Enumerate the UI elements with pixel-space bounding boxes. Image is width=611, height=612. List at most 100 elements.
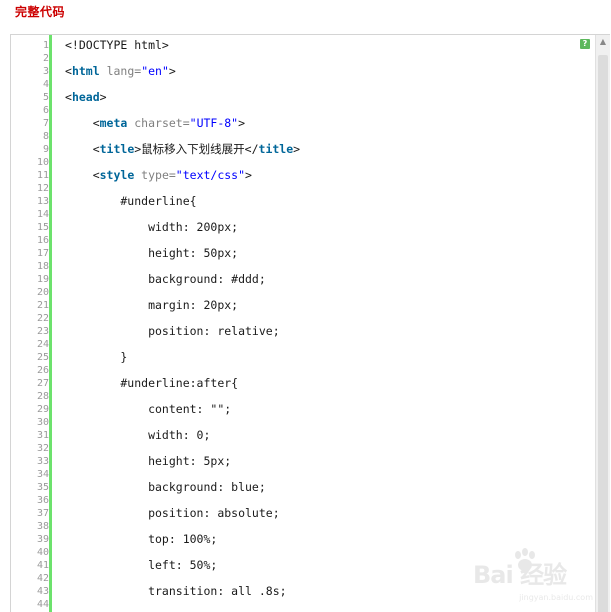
code-line: width: 0; xyxy=(65,429,210,442)
code-token: background: blue; xyxy=(65,480,266,494)
code-token: < xyxy=(65,90,72,104)
line-number: 18 xyxy=(36,261,49,272)
code-line: height: 50px; xyxy=(65,247,238,260)
gutter-divider xyxy=(49,35,52,612)
code-token: html xyxy=(71,64,100,78)
code-token: title xyxy=(258,142,294,156)
code-line: <style type="text/css"> xyxy=(65,169,252,182)
line-number: 33 xyxy=(36,456,49,467)
code-line: transition: all .8s; xyxy=(65,584,287,598)
scroll-up-arrow-icon[interactable]: ▲ xyxy=(599,37,607,46)
line-number: 37 xyxy=(36,508,49,519)
line-number: 42 xyxy=(36,573,49,584)
line-number: 9 xyxy=(42,144,49,155)
code-token: width: 0; xyxy=(65,428,211,442)
line-number: 12 xyxy=(36,183,49,194)
line-number: 3 xyxy=(42,66,49,77)
line-number: 8 xyxy=(42,131,49,142)
line-number: 29 xyxy=(36,404,49,415)
code-line: <html lang="en"> xyxy=(65,65,176,78)
line-number: 23 xyxy=(36,326,49,337)
code-token: > xyxy=(99,90,107,104)
code-token: < xyxy=(65,142,100,156)
line-number: 7 xyxy=(42,118,49,129)
line-number: 43 xyxy=(36,586,49,597)
code-token: } xyxy=(65,350,128,364)
line-number: 38 xyxy=(36,521,49,532)
code-token: charset= xyxy=(127,116,190,130)
code-token: width: 200px; xyxy=(65,220,239,234)
code-line: <meta charset="UTF-8"> xyxy=(65,117,245,130)
code-token: type= xyxy=(134,168,176,182)
code-token: top: 100%; xyxy=(65,532,218,546)
code-token: "text/css" xyxy=(175,168,246,182)
scroll-thumb[interactable] xyxy=(598,55,608,612)
code-token: > xyxy=(238,116,246,130)
code-token: meta xyxy=(99,116,128,130)
code-line: <!DOCTYPE html> xyxy=(65,39,169,52)
line-number: 10 xyxy=(36,157,49,168)
line-number: 5 xyxy=(42,92,49,103)
line-number: 20 xyxy=(36,287,49,298)
line-number: 30 xyxy=(36,417,49,428)
line-number: 21 xyxy=(36,300,49,311)
code-line: content: ""; xyxy=(65,403,231,416)
code-token: height: 50px; xyxy=(65,246,239,260)
section-heading: 完整代码 xyxy=(15,5,66,19)
code-token: <!DOCTYPE html> xyxy=(65,38,169,52)
line-number: 35 xyxy=(36,482,49,493)
line-number: 15 xyxy=(36,222,49,233)
code-token: title xyxy=(99,142,135,156)
code-token: content: ""; xyxy=(65,402,232,416)
help-icon[interactable]: ? xyxy=(580,39,590,49)
code-line: position: relative; xyxy=(65,325,280,338)
code-token: lang= xyxy=(99,64,142,78)
code-line: background: #ddd; xyxy=(65,273,266,286)
line-number: 13 xyxy=(36,196,49,207)
code-line: background: blue; xyxy=(65,481,266,494)
code-token: < xyxy=(65,116,100,130)
code-token: height: 5px; xyxy=(65,454,232,468)
line-number: 31 xyxy=(36,430,49,441)
code-line: #underline{ xyxy=(65,195,196,208)
code-line: #underline:after{ xyxy=(65,377,238,390)
line-number: 28 xyxy=(36,391,49,402)
line-number: 40 xyxy=(36,547,49,558)
code-token: position: absolute; xyxy=(65,506,280,520)
vertical-scrollbar[interactable]: ▲ xyxy=(595,35,610,612)
code-line: left: 50%; xyxy=(65,559,217,572)
watermark: Bai 经验 jingyan.baidu.com xyxy=(473,548,593,602)
line-number: 39 xyxy=(36,534,49,545)
code-token: style xyxy=(99,168,135,182)
code-token: transition: all .8s; xyxy=(65,584,287,598)
line-number: 2 xyxy=(42,53,49,64)
line-number: 22 xyxy=(36,313,49,324)
line-number: 44 xyxy=(36,599,49,610)
code-token: > xyxy=(245,168,252,182)
code-line: <title>鼠标移入下划线展开</title> xyxy=(65,143,300,156)
line-number: 14 xyxy=(36,209,49,220)
line-number: 27 xyxy=(36,378,49,389)
code-line: width: 200px; xyxy=(65,221,238,234)
code-token: head xyxy=(71,90,100,104)
code-token: "en" xyxy=(141,64,169,78)
line-number: 34 xyxy=(36,469,49,480)
line-number: 19 xyxy=(36,274,49,285)
line-number: 41 xyxy=(36,560,49,571)
line-number: 25 xyxy=(36,352,49,363)
code-line: <head> xyxy=(65,91,107,104)
watermark-brand: Bai 经验 xyxy=(473,561,567,589)
code-token: < xyxy=(65,168,100,182)
code-token: > xyxy=(168,64,176,78)
line-number: 32 xyxy=(36,443,49,454)
code-token: left: 50%; xyxy=(65,558,218,572)
code-token: "UTF-8" xyxy=(189,116,239,130)
code-token: margin: 20px; xyxy=(65,298,239,312)
watermark-domain: jingyan.baidu.com xyxy=(519,593,593,602)
code-token: > xyxy=(293,142,301,156)
code-line: top: 100%; xyxy=(65,533,217,546)
code-line: height: 5px; xyxy=(65,455,231,468)
